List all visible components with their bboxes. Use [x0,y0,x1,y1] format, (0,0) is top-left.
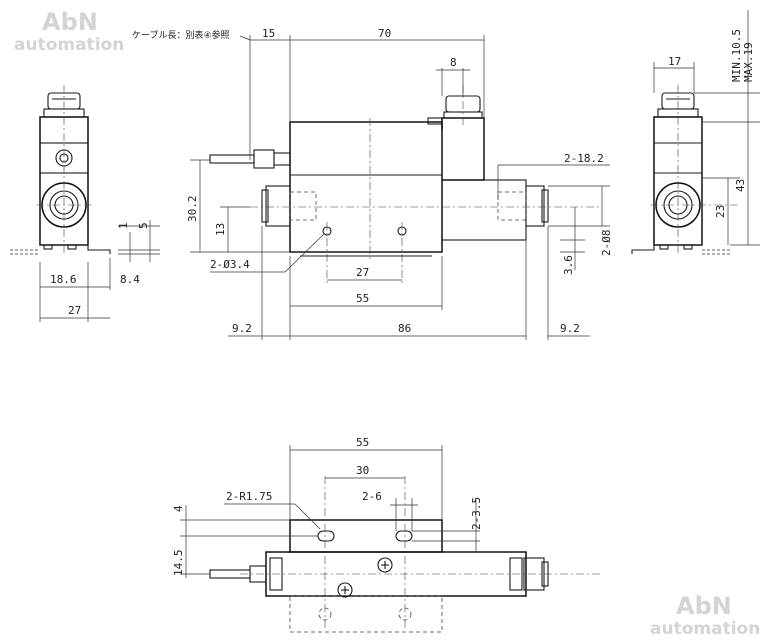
dim-70: 70 [378,27,391,40]
dim-23: 23 [714,205,727,218]
dim-8-4: 8.4 [120,273,140,286]
dim-9-2-left: 9.2 [232,322,252,335]
front-view [209,85,600,285]
dim-30-2: 30.2 [186,196,199,223]
dim-4: 4 [172,505,185,512]
dim-min-10-5: MIN.10.5 [730,29,743,82]
dim-5: 5 [137,222,150,229]
dim-18-6: 18.6 [50,273,77,286]
dim-3-6: 3.6 [562,255,575,275]
slot-width-label: 2-6 [362,490,382,503]
left-view-dimensions: 18.6 8.4 27 1 5 [39,220,160,322]
bottom-view-dimensions: 55 30 2-R1.75 2-6 2-3.5 4 14.5 [172,436,483,578]
watermark-top-logo: AbN [42,8,98,36]
dim-30-top: 30 [356,464,369,477]
dim-13: 13 [214,223,227,236]
watermark-bottom-text: automation [650,619,760,639]
dim-17: 17 [668,55,681,68]
dim-27-center: 27 [356,266,369,279]
dim-55-front: 55 [356,292,369,305]
dim-27-left: 27 [68,304,81,317]
watermark-bottom-logo: AbN [676,592,732,620]
dim-max-19: MAX.19 [742,42,755,82]
right-view-dimensions: 17 MIN.10.5 MAX.19 43 23 [653,10,760,246]
dim-43: 43 [734,179,747,192]
left-side-view [10,85,111,255]
dim-55-top: 55 [356,436,369,449]
dim-86: 86 [398,322,411,335]
hole-diameter-label: 2-Ø3.4 [210,258,250,271]
cable-length-note: ケーブル長：別表④参照 [132,29,230,41]
dim-15: 15 [262,27,275,40]
slot-height-label: 2-3.5 [470,497,483,530]
right-side-view [631,85,740,255]
dim-2-o8: 2-Ø8 [600,230,613,257]
watermark-top-text: automation [14,35,124,55]
dim-1: 1 [117,222,130,229]
dim-8-knob: 8 [450,56,457,69]
dim-14-5: 14.5 [172,550,185,577]
slot-radius-label: 2-R1.75 [226,490,272,503]
dim-9-2-right: 9.2 [560,322,580,335]
dim-2-18-2: 2-18.2 [564,152,604,165]
front-view-dimensions: ケーブル長：別表④参照 15 70 8 2-18.2 30.2 13 2-Ø8 … [132,27,613,340]
